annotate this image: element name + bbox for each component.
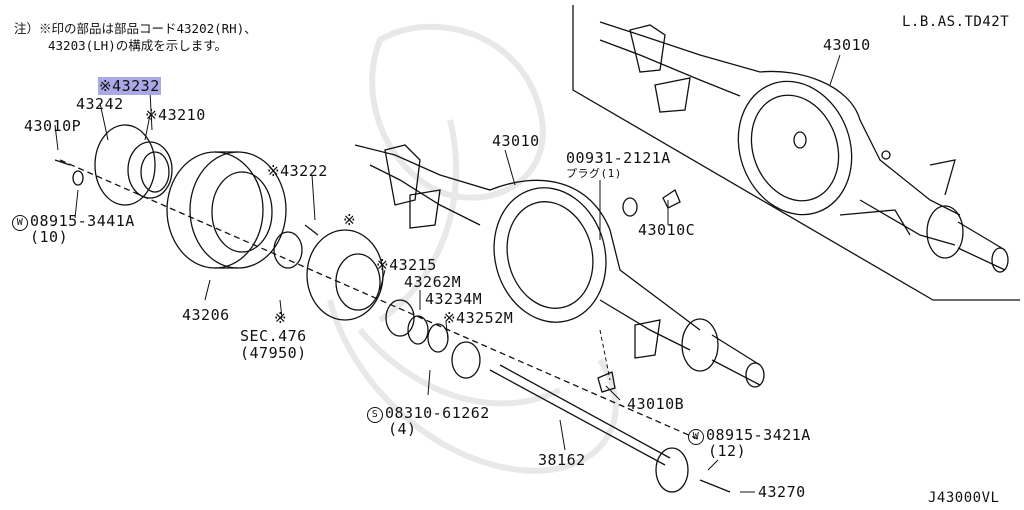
brake-drum — [166, 151, 287, 269]
part-label-00931-2121a[interactable]: 00931-2121A — [566, 149, 671, 167]
washer-mark-icon: W — [12, 215, 28, 231]
part-label-43010p[interactable]: 43010P — [24, 117, 82, 135]
leader-lines — [54, 54, 841, 493]
axle-housing-main — [354, 144, 765, 388]
screw-mark-icon: S — [367, 407, 383, 423]
qty-08915-3421a: (12) — [708, 442, 747, 460]
qty-08310-61262: (4) — [388, 420, 417, 438]
part-label-43232[interactable]: ※43232 — [98, 77, 161, 95]
hub — [304, 224, 481, 379]
plug-parts — [597, 189, 681, 393]
part-label-43206[interactable]: 43206 — [182, 306, 230, 324]
washer-mark-icon: W — [688, 429, 704, 445]
part-label-43242[interactable]: 43242 — [76, 95, 124, 113]
section-ref-476[interactable]: SEC.476 — [240, 327, 307, 345]
qty-08915-3441a: (10) — [30, 228, 69, 246]
section-ref-47950: (47950) — [240, 344, 307, 362]
note-line-2: 43203(LH)の構成を示します。 — [48, 38, 227, 53]
part-label-38162[interactable]: 38162 — [538, 451, 586, 469]
diagram-code: L.B.AS.TD42T — [902, 14, 1010, 30]
note-line-1: 注）※印の部品は部品コード43202(RH)、 — [14, 21, 257, 36]
part-label-43010-inset[interactable]: 43010 — [823, 36, 871, 54]
part-label-43262m[interactable]: 43262M — [404, 273, 462, 291]
part-label-43010b[interactable]: 43010B — [627, 395, 685, 413]
axle-housing-top — [599, 21, 1009, 273]
part-label-43010-main[interactable]: 43010 — [492, 132, 540, 150]
part-label-43234m[interactable]: 43234M — [425, 290, 483, 308]
axle-shaft — [489, 364, 731, 493]
star-mark-2: ※ — [274, 309, 288, 327]
part-label-43215[interactable]: ※43215 — [376, 256, 437, 274]
star-mark-1: ※ — [343, 211, 357, 229]
part-label-43222[interactable]: ※43222 — [267, 162, 328, 180]
plug-qty-label: プラグ(1) — [566, 167, 622, 180]
center-line — [59, 159, 701, 441]
bearing-assembly — [54, 124, 303, 269]
part-label-43010c[interactable]: 43010C — [638, 221, 696, 239]
part-label-43210[interactable]: ※43210 — [145, 106, 206, 124]
part-label-43270[interactable]: 43270 — [758, 483, 806, 501]
part-label-43252m[interactable]: ※43252M — [443, 309, 514, 327]
inset-frame — [572, 5, 1020, 301]
diagram-id: J43000VL — [928, 490, 1000, 506]
